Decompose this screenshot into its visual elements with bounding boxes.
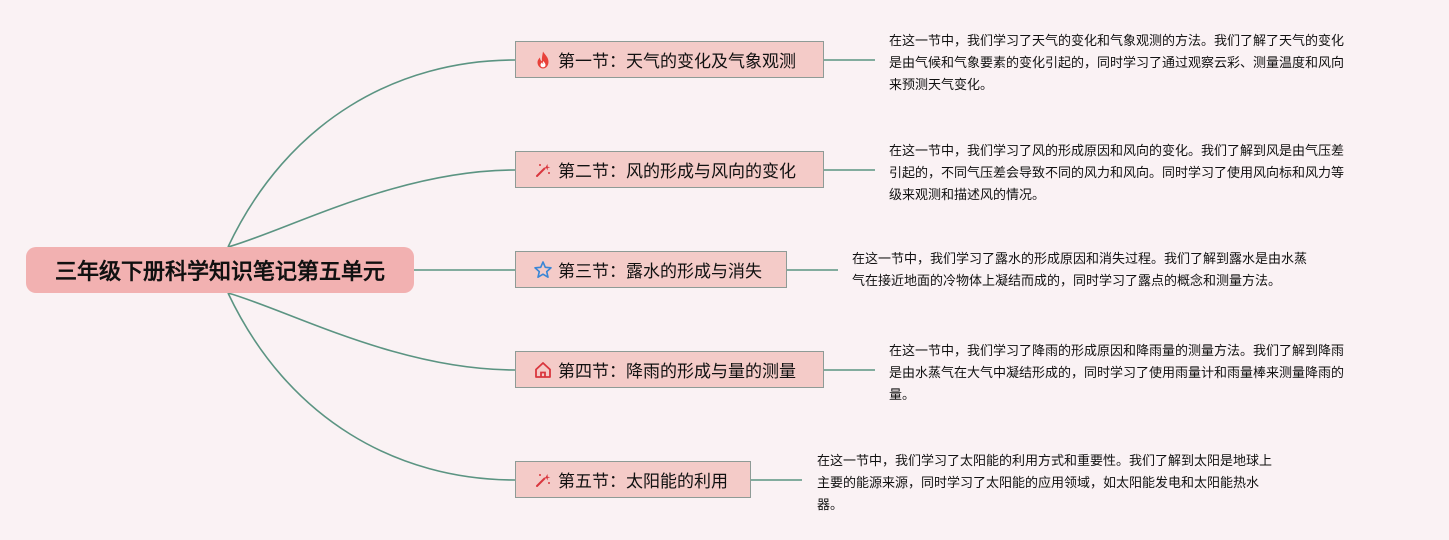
magic-wand-icon bbox=[532, 159, 554, 181]
topic-section-5[interactable]: 第五节：太阳能的利用 bbox=[515, 461, 751, 498]
note-line: 主要的能源来源，同时学习了太阳能的应用领域，如太阳能发电和太阳能热水 bbox=[817, 476, 1260, 491]
note-line: 在这一节中，我们学习了风的形成原因和风向的变化。我们了解到风是由气压差 bbox=[889, 144, 1345, 159]
note-section-1: 在这一节中，我们学习了天气的变化和气象观测的方法。我们了解了天气的变化 是由气候… bbox=[889, 31, 1389, 97]
note-line: 器。 bbox=[817, 498, 844, 513]
topic-title: 第二节：风的形成与风向的变化 bbox=[558, 162, 796, 182]
note-section-4: 在这一节中，我们学习了降雨的形成原因和降雨量的测量方法。我们了解到降雨 是由水蒸… bbox=[889, 341, 1389, 407]
note-section-2: 在这一节中，我们学习了风的形成原因和风向的变化。我们了解到风是由气压差 引起的，… bbox=[889, 141, 1389, 207]
topic-section-2[interactable]: 第二节：风的形成与风向的变化 bbox=[515, 151, 824, 188]
note-line: 量。 bbox=[889, 388, 916, 403]
connector-root-to-section-2 bbox=[227, 169, 516, 248]
note-line: 在这一节中，我们学习了露水的形成原因和消失过程。我们了解到露水是由水蒸 bbox=[852, 252, 1308, 267]
note-line: 是由气候和气象要素的变化引起的，同时学习了通过观察云彩、测量温度和风向 bbox=[889, 56, 1345, 71]
root-topic[interactable]: 三年级下册科学知识笔记第五单元 bbox=[26, 247, 414, 293]
note-line: 引起的，不同气压差会导致不同的风力和风向。同时学习了使用风向标和风力等 bbox=[889, 166, 1345, 181]
topic-section-4[interactable]: 第四节：降雨的形成与量的测量 bbox=[515, 351, 824, 388]
note-line: 来预测天气变化。 bbox=[889, 78, 994, 93]
star-icon bbox=[532, 259, 554, 281]
note-line: 在这一节中，我们学习了降雨的形成原因和降雨量的测量方法。我们了解到降雨 bbox=[889, 344, 1345, 359]
topic-title: 第三节：露水的形成与消失 bbox=[558, 262, 762, 282]
connector-root-to-section-1 bbox=[227, 59, 516, 248]
topic-title: 第一节：天气的变化及气象观测 bbox=[558, 52, 796, 72]
topic-title: 第五节：太阳能的利用 bbox=[558, 472, 728, 492]
note-line: 在这一节中，我们学习了天气的变化和气象观测的方法。我们了解了天气的变化 bbox=[889, 34, 1345, 49]
root-title: 三年级下册科学知识笔记第五单元 bbox=[54, 260, 385, 285]
connector-root-to-section-4 bbox=[227, 292, 516, 371]
fire-icon bbox=[532, 49, 554, 71]
connector-root-to-section-5 bbox=[227, 292, 516, 481]
note-line: 是由水蒸气在大气中凝结形成的，同时学习了使用雨量计和雨量棒来测量降雨的 bbox=[889, 366, 1345, 381]
topic-section-3[interactable]: 第三节：露水的形成与消失 bbox=[515, 251, 787, 288]
note-section-5: 在这一节中，我们学习了太阳能的利用方式和重要性。我们了解到太阳是地球上 主要的能… bbox=[817, 451, 1317, 517]
note-section-3: 在这一节中，我们学习了露水的形成原因和消失过程。我们了解到露水是由水蒸 气在接近… bbox=[852, 249, 1352, 293]
topic-title: 第四节：降雨的形成与量的测量 bbox=[558, 362, 796, 382]
topic-section-1[interactable]: 第一节：天气的变化及气象观测 bbox=[515, 41, 824, 78]
note-line: 气在接近地面的冷物体上凝结而成的，同时学习了露点的概念和测量方法。 bbox=[852, 274, 1282, 289]
home-icon bbox=[532, 359, 554, 381]
magic-wand-icon bbox=[532, 469, 554, 491]
note-line: 级来观测和描述风的情况。 bbox=[889, 188, 1046, 203]
note-line: 在这一节中，我们学习了太阳能的利用方式和重要性。我们了解到太阳是地球上 bbox=[817, 454, 1273, 469]
